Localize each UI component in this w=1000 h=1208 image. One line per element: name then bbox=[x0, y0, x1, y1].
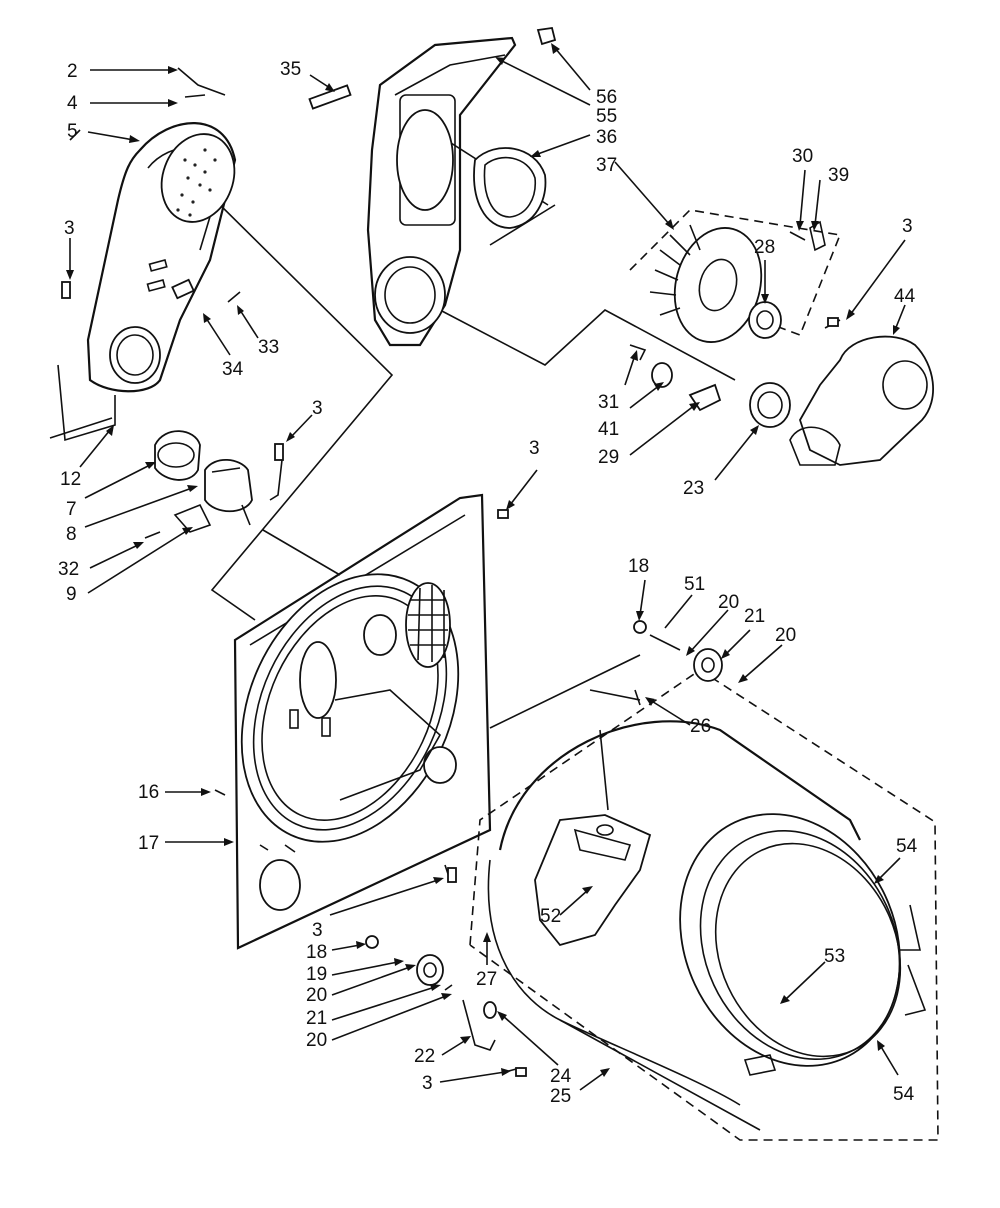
callout-3: 3 bbox=[312, 920, 323, 941]
callout-3: 3 bbox=[64, 218, 75, 239]
callout-28: 28 bbox=[754, 237, 775, 258]
drive-motor bbox=[144, 67, 283, 539]
callout-19: 19 bbox=[306, 964, 327, 985]
callout-56: 56 bbox=[596, 87, 617, 108]
callout-34: 34 bbox=[222, 359, 244, 380]
callout-18: 18 bbox=[628, 556, 649, 577]
callout-2: 2 bbox=[67, 61, 78, 82]
callout-9: 9 bbox=[66, 584, 77, 605]
callout-29: 29 bbox=[598, 447, 619, 468]
callout-37: 37 bbox=[596, 155, 617, 176]
callout-3: 3 bbox=[422, 1073, 433, 1094]
callout-20: 20 bbox=[775, 625, 796, 646]
callout-32: 32 bbox=[58, 559, 79, 580]
callout-4: 4 bbox=[67, 93, 78, 114]
callout-21: 21 bbox=[744, 606, 765, 627]
callout-30: 30 bbox=[792, 146, 813, 167]
callout-leaders bbox=[66, 43, 906, 1091]
callout-51: 51 bbox=[684, 574, 705, 595]
callout-12: 12 bbox=[60, 469, 81, 490]
callout-8: 8 bbox=[66, 524, 77, 545]
callout-3: 3 bbox=[902, 216, 913, 237]
callout-53: 53 bbox=[824, 946, 845, 967]
callout-labels: 2 4 5 3 12 7 8 32 9 34 33 3 35 56 55 36 … bbox=[58, 59, 918, 1107]
callout-3: 3 bbox=[529, 438, 540, 459]
fasteners bbox=[61, 281, 839, 1077]
callout-36: 36 bbox=[596, 127, 617, 148]
callout-18: 18 bbox=[306, 942, 327, 963]
callout-25: 25 bbox=[550, 1086, 571, 1107]
callout-7: 7 bbox=[66, 499, 77, 520]
callout-24: 24 bbox=[550, 1066, 572, 1087]
callout-23: 23 bbox=[683, 478, 704, 499]
callout-5: 5 bbox=[67, 121, 78, 142]
callout-41: 41 bbox=[598, 419, 619, 440]
blower-housing bbox=[49, 122, 237, 442]
idler-parts bbox=[629, 344, 722, 412]
drum bbox=[487, 720, 927, 1131]
callout-44: 44 bbox=[894, 286, 916, 307]
callout-3: 3 bbox=[312, 398, 323, 419]
callout-26: 26 bbox=[690, 716, 711, 737]
callout-16: 16 bbox=[138, 782, 159, 803]
callout-21: 21 bbox=[306, 1008, 327, 1029]
callout-20: 20 bbox=[718, 592, 739, 613]
callout-55: 55 bbox=[596, 106, 617, 127]
callout-20: 20 bbox=[306, 1030, 327, 1051]
callout-31: 31 bbox=[598, 392, 619, 413]
blower-wheel bbox=[649, 220, 934, 466]
rear-panel bbox=[233, 493, 492, 950]
callout-52: 52 bbox=[540, 906, 561, 927]
callout-22: 22 bbox=[414, 1046, 435, 1067]
callout-35: 35 bbox=[280, 59, 301, 80]
callout-33: 33 bbox=[258, 337, 279, 358]
bulkhead bbox=[308, 26, 557, 347]
callout-39: 39 bbox=[828, 165, 849, 186]
callout-54: 54 bbox=[893, 1084, 915, 1105]
callout-54: 54 bbox=[896, 836, 918, 857]
drum-support-parts bbox=[214, 620, 723, 1073]
callout-20: 20 bbox=[306, 985, 327, 1006]
callout-27: 27 bbox=[476, 969, 497, 990]
callout-17: 17 bbox=[138, 833, 159, 854]
